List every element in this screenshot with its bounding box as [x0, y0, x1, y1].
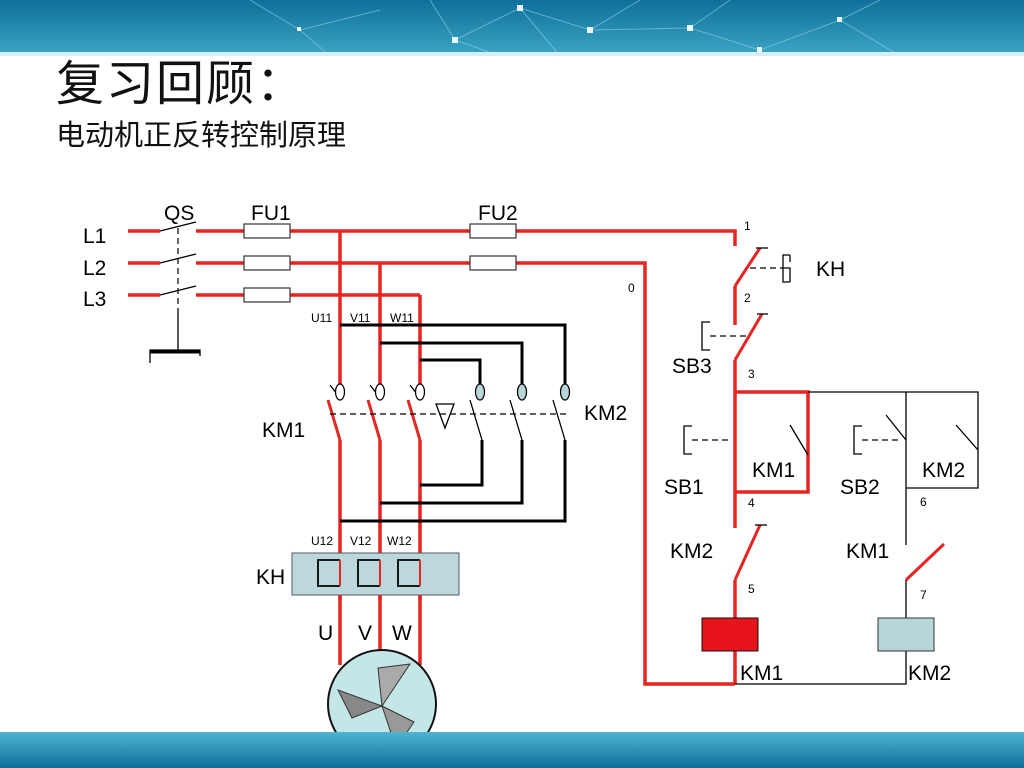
motor-leads: [338, 595, 422, 665]
km2-main-contacts: [469, 383, 571, 441]
node-1: 1: [744, 219, 751, 233]
fu1-fuses: [243, 223, 291, 303]
label-km1-interlock: KM1: [846, 540, 889, 563]
terminal-w11: W11: [390, 311, 414, 325]
label-fu2: FU2: [478, 202, 518, 225]
label-kh-main: KH: [256, 566, 285, 589]
km1-coil: [701, 617, 759, 652]
slide-subtitle: 电动机正反转控制原理: [56, 118, 347, 152]
qs-switch: [149, 221, 201, 363]
label-sb2: SB2: [840, 476, 880, 499]
label-km2-hold: KM2: [922, 459, 965, 482]
node-6: 6: [920, 495, 927, 509]
km2-reverse-wiring: [340, 323, 567, 523]
mechanical-interlock: [330, 403, 570, 430]
label-sb1: SB1: [664, 476, 704, 499]
circuit-diagram: QS FU1 FU2 L1 L2 L3 U11 V11 W11 KM1 KM2 …: [83, 202, 979, 732]
label-km2-main: KM2: [584, 402, 627, 425]
label-l3: L3: [83, 288, 106, 311]
label-v: V: [358, 622, 372, 645]
fu2-fuses: [469, 223, 517, 271]
label-km1-main: KM1: [262, 419, 305, 442]
label-fu1: FU1: [251, 202, 291, 225]
thermal-relay-main: [291, 552, 460, 596]
node-3: 3: [748, 367, 755, 381]
label-km1-hold: KM1: [752, 459, 795, 482]
node-7: 7: [920, 588, 927, 602]
label-qs: QS: [164, 202, 194, 225]
km1-main-contacts: [326, 383, 426, 441]
node-2: 2: [744, 291, 751, 305]
label-kh-control: KH: [816, 258, 845, 281]
terminal-u12: U12: [311, 534, 333, 548]
label-l1: L1: [83, 225, 106, 248]
terminal-v12: V12: [350, 534, 372, 548]
node-4: 4: [748, 496, 755, 510]
label-w: W: [392, 622, 412, 645]
km2-coil: [877, 617, 935, 652]
terminal-v11: V11: [350, 311, 371, 325]
header-banner: [0, 0, 1024, 56]
label-l2: L2: [83, 257, 106, 280]
footer-banner: [0, 732, 1024, 768]
label-km1-coil: KM1: [740, 662, 783, 685]
terminal-w12: W12: [387, 534, 412, 548]
node-5: 5: [748, 582, 755, 596]
control-wiring: [683, 247, 979, 685]
motor-symbol-icon: [327, 649, 437, 732]
label-km2-coil: KM2: [908, 662, 951, 685]
terminal-u11: U11: [311, 311, 332, 325]
node-0: 0: [628, 281, 635, 295]
label-km2-interlock: KM2: [670, 540, 713, 563]
label-sb3: SB3: [672, 355, 712, 378]
phase-lines: [128, 229, 737, 686]
slide-title: 复习回顾：: [56, 56, 307, 112]
label-u: U: [318, 622, 333, 645]
